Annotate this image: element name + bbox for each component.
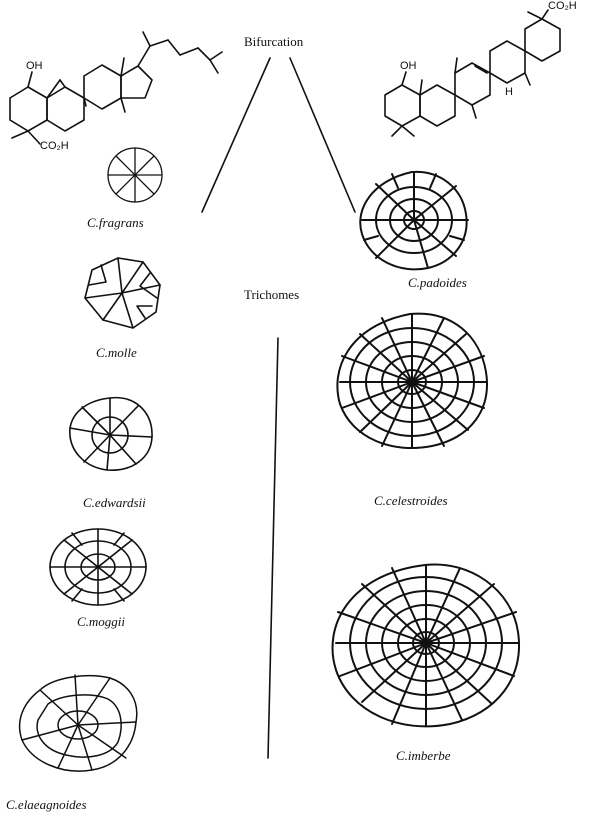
left-oh-label: OH — [26, 60, 43, 72]
bifurcation-right-line — [290, 58, 355, 212]
bifurcation-heading: Bifurcation — [244, 34, 303, 50]
trichome-molle — [85, 258, 160, 328]
trichome-fragrans — [108, 148, 162, 202]
right-molecule — [385, 10, 560, 136]
species-label-molle: C.molle — [96, 345, 137, 361]
species-label-moggii: C.moggii — [77, 614, 125, 630]
trichome-moggii — [50, 529, 146, 605]
trichome-celestroides — [337, 314, 487, 448]
bifurcation-left-line — [202, 58, 270, 212]
trichome-elaeagnoides — [20, 675, 137, 771]
species-label-elaeagnoides: C.elaeagnoides — [6, 797, 87, 813]
species-label-fragrans: C.fragrans — [87, 215, 144, 231]
left-acid-label: CO₂H — [40, 140, 69, 152]
left-molecule — [10, 32, 222, 144]
trichome-padoides — [360, 172, 468, 270]
trichomes-heading: Trichomes — [244, 287, 299, 303]
species-label-edwardsii: C.edwardsii — [83, 495, 146, 511]
species-label-padoides: C.padoides — [408, 275, 467, 291]
trichome-edwardsii — [70, 398, 152, 471]
right-oh-label: OH — [400, 60, 417, 72]
right-h-label: H — [505, 86, 513, 98]
right-acid-label: CO₂H — [548, 0, 577, 12]
trichome-imberbe — [333, 564, 520, 726]
species-label-celestroides: C.celestroides — [374, 493, 448, 509]
species-label-imberbe: C.imberbe — [396, 748, 451, 764]
trichomes-line — [268, 338, 278, 758]
